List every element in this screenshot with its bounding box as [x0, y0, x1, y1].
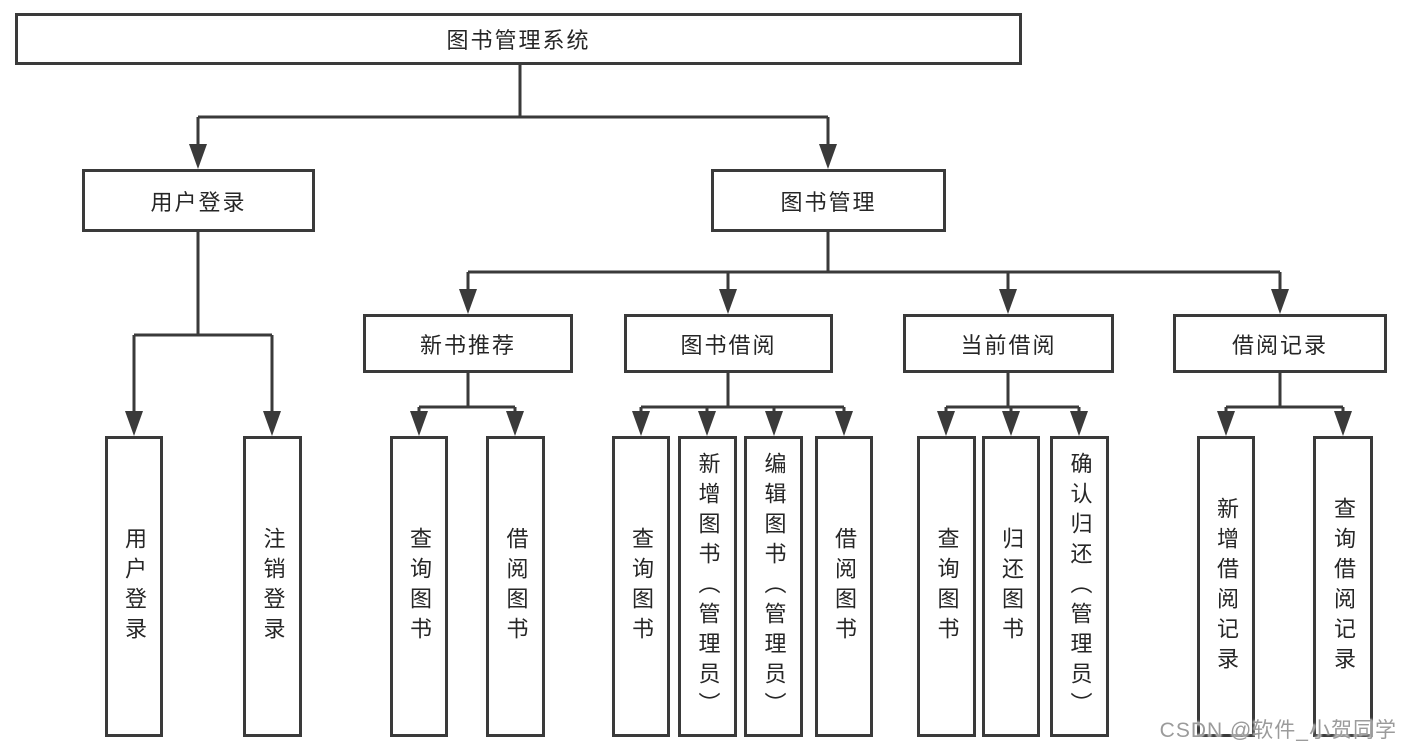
- node-leaf-borrow-books-2: 借阅图书: [815, 436, 873, 737]
- arrow-down-icon: [263, 411, 281, 436]
- node-leaf-logout: 注销登录: [243, 436, 302, 737]
- node-leaf-edit-books-admin: 编辑图书（管理员）: [744, 436, 803, 737]
- arrow-down-icon: [125, 411, 143, 436]
- node-label: 新增图书（管理员）: [695, 451, 721, 722]
- node-label: 注销登录: [260, 526, 286, 647]
- arrow-down-icon: [459, 289, 477, 314]
- arrow-down-icon: [765, 411, 783, 436]
- node-label: 查询图书: [934, 526, 960, 647]
- arrow-down-icon: [1271, 289, 1289, 314]
- node-book-borrow: 图书借阅: [624, 314, 833, 373]
- node-book-management: 图书管理: [711, 169, 946, 232]
- node-leaf-borrow-books-1: 借阅图书: [486, 436, 545, 737]
- node-user-login: 用户登录: [82, 169, 315, 232]
- node-label: 当前借阅: [960, 332, 1057, 358]
- arrow-down-icon: [506, 411, 524, 436]
- node-borrow-records: 借阅记录: [1173, 314, 1387, 373]
- connector-book-borrow: [639, 373, 846, 414]
- arrow-down-icon: [189, 144, 207, 169]
- node-leaf-query-books-3: 查询图书: [917, 436, 976, 737]
- arrow-down-icon: [835, 411, 853, 436]
- node-label: 确认归还（管理员）: [1067, 451, 1093, 722]
- node-label: 归还图书: [999, 526, 1024, 647]
- node-new-book-recommend: 新书推荐: [363, 314, 573, 373]
- connector-user-login: [132, 232, 274, 414]
- arrow-down-icon: [999, 289, 1017, 314]
- arrow-down-icon: [410, 411, 428, 436]
- connector-root: [196, 65, 830, 148]
- arrow-down-icon: [719, 289, 737, 314]
- node-label: 图书管理系统: [446, 28, 591, 53]
- arrow-down-icon: [937, 411, 955, 436]
- node-label: 图书借阅: [680, 332, 777, 358]
- node-leaf-query-books-2: 查询图书: [612, 436, 670, 737]
- node-leaf-add-books-admin: 新增图书（管理员）: [678, 436, 737, 737]
- node-system-root: 图书管理系统: [15, 13, 1022, 65]
- node-leaf-query-books-1: 查询图书: [390, 436, 448, 737]
- arrow-down-icon: [1334, 411, 1352, 436]
- node-current-borrow: 当前借阅: [903, 314, 1114, 373]
- arrow-down-icon: [698, 411, 716, 436]
- arrow-down-icon: [1070, 411, 1088, 436]
- node-leaf-user-login: 用户登录: [105, 436, 163, 737]
- connector-borrow-records: [1224, 373, 1345, 414]
- arrow-down-icon: [1217, 411, 1235, 436]
- node-label: 查询借阅记录: [1331, 496, 1356, 677]
- node-label: 借阅记录: [1231, 332, 1328, 358]
- connector-book-management: [466, 232, 1282, 292]
- node-label: 借阅图书: [832, 526, 857, 647]
- node-label: 新增借阅记录: [1214, 496, 1239, 677]
- node-leaf-return-books: 归还图书: [982, 436, 1040, 737]
- node-leaf-add-borrow-record: 新增借阅记录: [1197, 436, 1255, 737]
- arrow-down-icon: [819, 144, 837, 169]
- node-label: 新书推荐: [419, 332, 516, 358]
- node-leaf-confirm-return-admin: 确认归还（管理员）: [1050, 436, 1109, 737]
- arrow-down-icon: [1002, 411, 1020, 436]
- connector-current-borrow: [944, 373, 1081, 414]
- arrow-down-icon: [632, 411, 650, 436]
- node-label: 图书管理: [780, 189, 877, 215]
- connector-new-book: [417, 373, 517, 414]
- csdn-watermark: CSDN @软件_小贺同学: [1159, 719, 1397, 742]
- node-label: 用户登录: [122, 526, 147, 647]
- node-label: 编辑图书（管理员）: [761, 451, 787, 722]
- node-label: 查询图书: [407, 526, 432, 647]
- arrowheads: [125, 144, 1352, 436]
- node-label: 借阅图书: [503, 526, 529, 647]
- node-leaf-query-borrow-record: 查询借阅记录: [1313, 436, 1373, 737]
- node-label: 查询图书: [629, 526, 654, 647]
- node-label: 用户登录: [150, 189, 247, 215]
